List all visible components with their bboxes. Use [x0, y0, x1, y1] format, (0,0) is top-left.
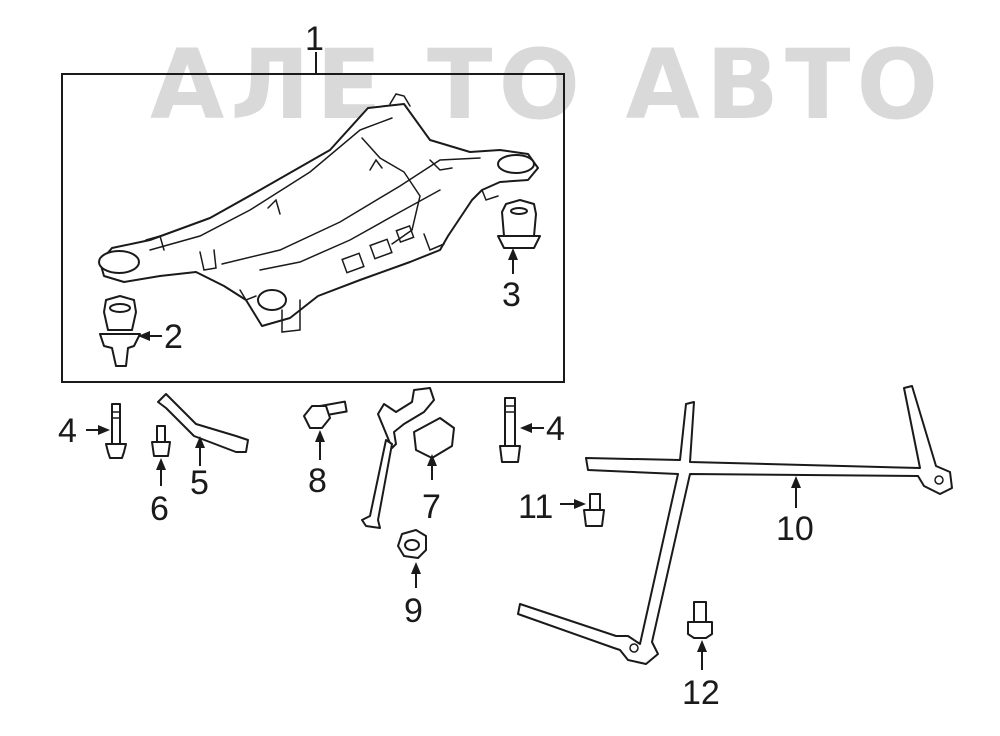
callout-9: 9 [404, 592, 423, 630]
callout-7: 7 [422, 488, 441, 526]
watermark-logo: АЛЕ ТО АВТО [150, 29, 944, 141]
part-bolt-12 [687, 601, 713, 670]
callout-11: 11 [518, 488, 553, 526]
part-bolt-short [151, 425, 171, 486]
part-brace [157, 393, 249, 466]
part-subframe [98, 93, 539, 333]
callout-2: 2 [164, 318, 183, 356]
callout-4-left: 4 [58, 412, 77, 450]
part-bolt-flange [303, 400, 348, 460]
callout-5: 5 [190, 464, 209, 502]
part-bolt-long-left [86, 403, 127, 459]
part-bushing-front [99, 295, 162, 367]
assembly-frame [61, 73, 565, 383]
callout-4-right: 4 [546, 410, 565, 448]
part-nut [397, 529, 427, 588]
callout-10: 10 [776, 510, 814, 548]
part-bolt-11 [560, 493, 605, 527]
part-bushing-rear [497, 199, 541, 274]
part-sensor-bracket [361, 387, 455, 529]
part-bolt-long-right [499, 397, 544, 463]
callout-12: 12 [682, 674, 720, 712]
callout-6: 6 [150, 490, 169, 528]
part-x-brace [517, 385, 953, 665]
callout-3: 3 [502, 276, 521, 314]
callout-1: 1 [305, 20, 324, 58]
callout-8: 8 [308, 462, 327, 500]
